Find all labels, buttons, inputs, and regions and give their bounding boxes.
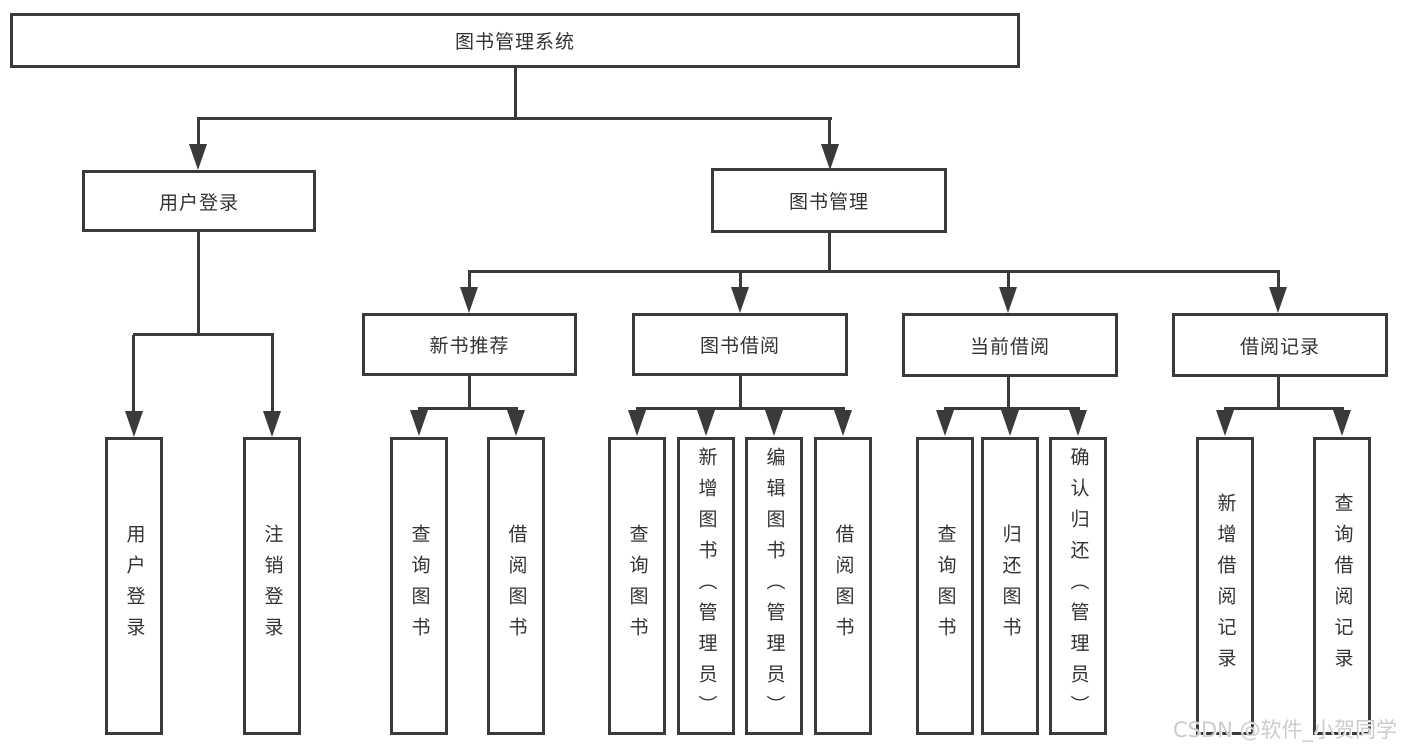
- leaf-current-return-books: 归还图书: [981, 437, 1039, 735]
- arrow-down-icon: [460, 287, 478, 313]
- leaf-bookborrow-edit-books-admin: 编辑图书（管理员）: [745, 437, 803, 735]
- leaf-bookborrow-query-books: 查询图书: [608, 437, 666, 735]
- connector-book-management-stub: [828, 233, 831, 273]
- node-user-login-label: 用户登录: [158, 191, 239, 214]
- node-root: 图书管理系统: [10, 13, 1020, 68]
- leaf-records-query-record-label: 查询借阅记录: [1331, 493, 1354, 679]
- leaf-current-confirm-return-admin: 确认归还（管理员）: [1049, 437, 1107, 735]
- node-current-borrow: 当前借阅: [902, 313, 1118, 377]
- leaf-current-query-books: 查询图书: [916, 437, 974, 735]
- connector-to-leaf-user-login: [132, 335, 135, 413]
- watermark: CSDN @软件_小贺同学: [1173, 718, 1398, 742]
- node-new-book-recommend-label: 新书推荐: [429, 335, 510, 357]
- connector-to-leaf-logout: [271, 335, 274, 413]
- leaf-bookborrow-borrow-books-label: 借阅图书: [832, 524, 855, 648]
- leaf-newbook-borrow-books-label: 借阅图书: [505, 524, 528, 648]
- arrow-down-icon: [628, 410, 646, 436]
- connector-book-borrow-hbar: [636, 407, 845, 410]
- arrow-down-icon: [263, 411, 281, 437]
- node-current-borrow-label: 当前借阅: [969, 335, 1050, 358]
- node-book-borrow: 图书借阅: [632, 313, 848, 376]
- connector-new-book-hbar: [418, 407, 518, 410]
- arrow-down-icon: [936, 410, 954, 436]
- node-root-label: 图书管理系统: [454, 31, 575, 53]
- leaf-user-login: 用户登录: [105, 437, 163, 735]
- connector-to-book-management: [828, 119, 831, 147]
- leaf-logout: 注销登录: [243, 437, 301, 735]
- node-book-borrow-label: 图书借阅: [699, 335, 780, 357]
- leaf-logout-label: 注销登录: [261, 524, 284, 648]
- connector-book-borrow-stub: [739, 376, 742, 410]
- node-user-login: 用户登录: [82, 170, 316, 232]
- leaf-bookborrow-edit-books-admin-label: 编辑图书（管理员）: [763, 446, 786, 726]
- leaf-records-add-record: 新增借阅记录: [1196, 437, 1254, 735]
- leaf-bookborrow-query-books-label: 查询图书: [626, 524, 649, 648]
- node-book-management: 图书管理: [711, 168, 947, 233]
- connector-new-book-stub: [468, 376, 471, 410]
- connector-book-management-hbar: [468, 270, 1280, 273]
- arrow-down-icon: [1269, 287, 1287, 313]
- connector-root-hbar: [197, 117, 832, 120]
- connector-to-current-borrow: [1007, 272, 1010, 289]
- arrow-down-icon: [1333, 410, 1351, 436]
- leaf-records-add-record-label: 新增借阅记录: [1214, 493, 1237, 679]
- arrow-down-icon: [189, 144, 207, 170]
- leaf-current-query-books-label: 查询图书: [934, 524, 957, 648]
- arrow-down-icon: [834, 410, 852, 436]
- connector-current-borrow-stub: [1007, 377, 1010, 410]
- arrow-down-icon: [697, 410, 715, 436]
- connector-current-borrow-hbar: [944, 407, 1080, 410]
- leaf-bookborrow-borrow-books: 借阅图书: [814, 437, 872, 735]
- connector-user-login-stub: [197, 232, 200, 336]
- arrow-down-icon: [1216, 410, 1234, 436]
- arrow-down-icon: [125, 411, 143, 437]
- leaf-bookborrow-add-books-admin-label: 新增图书（管理员）: [695, 446, 718, 726]
- connector-to-user-login: [197, 119, 200, 147]
- connector-user-login-hbar: [133, 333, 274, 336]
- arrow-down-icon: [410, 410, 428, 436]
- connector-to-new-book-recommend: [468, 272, 471, 289]
- connector-root-stub: [514, 68, 517, 120]
- connector-to-book-borrow: [739, 272, 742, 289]
- node-new-book-recommend: 新书推荐: [362, 313, 577, 376]
- arrow-down-icon: [1069, 410, 1087, 436]
- arrow-down-icon: [731, 287, 749, 313]
- leaf-newbook-borrow-books: 借阅图书: [487, 437, 545, 735]
- connector-to-borrow-records: [1277, 272, 1280, 289]
- arrow-down-icon: [765, 410, 783, 436]
- node-borrow-records: 借阅记录: [1172, 313, 1388, 377]
- arrow-down-icon: [821, 144, 839, 170]
- leaf-bookborrow-add-books-admin: 新增图书（管理员）: [677, 437, 735, 735]
- arrow-down-icon: [507, 410, 525, 436]
- leaf-current-confirm-return-admin-label: 确认归还（管理员）: [1067, 446, 1090, 726]
- node-borrow-records-label: 借阅记录: [1239, 335, 1320, 358]
- leaf-newbook-query-books: 查询图书: [390, 437, 448, 735]
- leaf-records-query-record: 查询借阅记录: [1313, 437, 1371, 735]
- connector-borrow-records-hbar: [1224, 407, 1344, 410]
- connector-borrow-records-stub: [1277, 377, 1280, 410]
- arrow-down-icon: [1001, 410, 1019, 436]
- leaf-user-login-label: 用户登录: [123, 524, 146, 648]
- arrow-down-icon: [999, 287, 1017, 313]
- node-book-management-label: 图书管理: [788, 191, 869, 213]
- leaf-current-return-books-label: 归还图书: [999, 524, 1022, 648]
- leaf-newbook-query-books-label: 查询图书: [408, 524, 431, 648]
